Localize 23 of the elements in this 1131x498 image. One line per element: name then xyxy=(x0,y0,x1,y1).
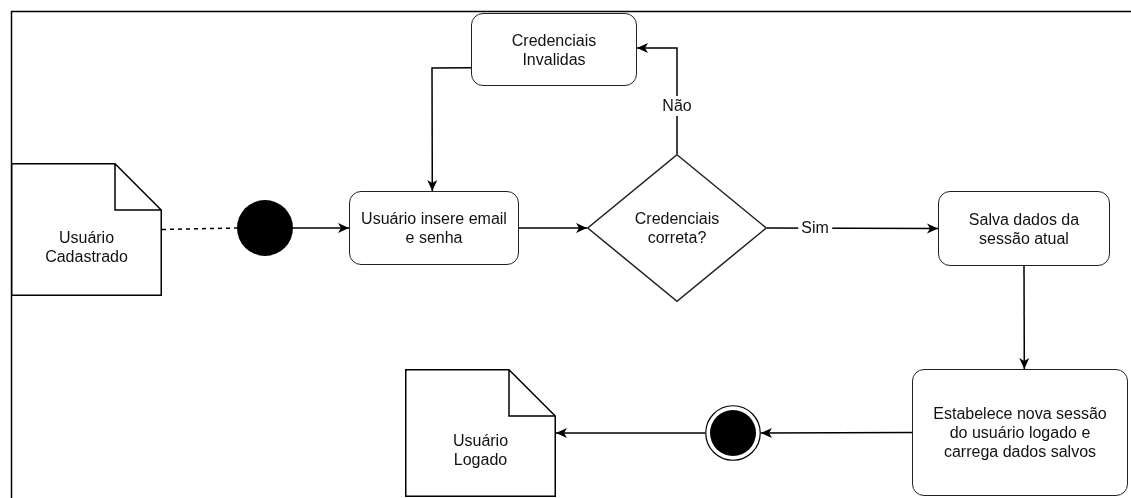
arrow xyxy=(555,428,706,438)
decision-diamond xyxy=(587,154,767,302)
node-label: Credenciais correta? xyxy=(633,209,721,247)
end-circle xyxy=(705,405,761,461)
arrow xyxy=(760,427,913,438)
process-box xyxy=(349,191,519,265)
process-box xyxy=(912,369,1128,496)
arrow xyxy=(427,67,472,192)
node-label: Salva dados da sessão atual xyxy=(967,209,1081,248)
node-label: Credenciais Invalidas xyxy=(510,30,598,69)
node-label: Usuário Logado xyxy=(451,431,510,469)
node-label: Estabelece nova sessão do usuário logado e carrega dados salvos xyxy=(932,404,1108,461)
document-shape xyxy=(405,369,556,497)
arrow xyxy=(636,43,678,155)
node-label: Usuário Cadastrado xyxy=(44,227,129,266)
start-circle xyxy=(237,200,293,256)
process-box xyxy=(471,13,637,86)
arrow xyxy=(518,223,588,233)
arrow xyxy=(1019,265,1030,370)
document-shape xyxy=(11,163,162,296)
node-label: Usuário insere email e senha xyxy=(360,209,508,247)
process-box xyxy=(938,191,1110,266)
arrow xyxy=(292,223,350,233)
